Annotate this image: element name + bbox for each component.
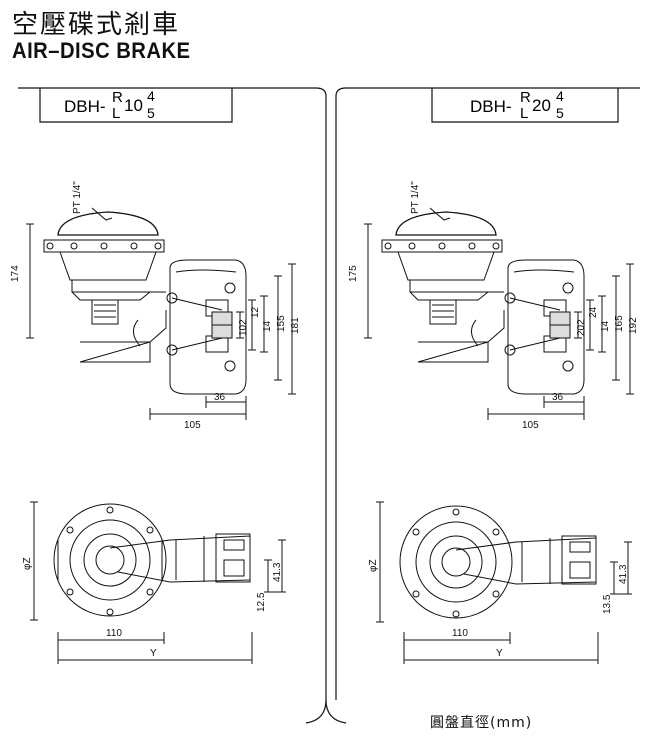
dimension-label: 10 bbox=[124, 96, 143, 115]
title-chinese: 空壓碟式剎車 bbox=[12, 10, 181, 40]
dimension-label: 155 bbox=[276, 315, 287, 332]
dimension-label: 174 bbox=[10, 265, 21, 282]
right-side-view bbox=[364, 207, 634, 420]
dimension-label: 175 bbox=[348, 265, 359, 282]
dimension-label: 36 bbox=[214, 392, 226, 403]
dimension-label: DBH- bbox=[64, 97, 106, 116]
dimension-label: 13.5 bbox=[602, 594, 613, 614]
left-side-view bbox=[26, 207, 296, 420]
left-model-label: DBH- R L 10 4 5 bbox=[64, 88, 155, 122]
dimension-label: 24 bbox=[588, 306, 599, 318]
dimension-label: φZ bbox=[368, 559, 379, 572]
dimension-label: L bbox=[112, 105, 120, 122]
left-side-dims: 174 102 12 14 155 181 105 36 PT 1/4" bbox=[10, 181, 301, 431]
title-english: AIR–DISC BRAKE bbox=[12, 38, 191, 63]
dimension-label: 12 bbox=[250, 306, 261, 318]
dimension-label: 5 bbox=[556, 105, 564, 121]
dimension-label: DBH- bbox=[470, 97, 512, 116]
dimension-label: 102 bbox=[238, 319, 249, 336]
dimension-label: 14 bbox=[262, 320, 273, 332]
dimension-label: 165 bbox=[614, 315, 625, 332]
dimension-label: L bbox=[520, 105, 528, 122]
dimension-label: Y bbox=[150, 648, 157, 659]
dimension-label: R bbox=[520, 89, 531, 106]
dimension-label: 105 bbox=[522, 420, 539, 431]
right-front-dims: φZ 41.3 13.5 110 Y bbox=[368, 559, 629, 659]
left-model-box bbox=[39, 88, 233, 123]
dimension-label: 12.5 bbox=[256, 592, 267, 612]
dimension-label: 181 bbox=[290, 317, 301, 334]
dimension-label: 105 bbox=[184, 420, 201, 431]
dimension-label: 20 bbox=[532, 96, 551, 115]
dimension-label: 14 bbox=[600, 320, 611, 332]
right-model-box bbox=[431, 88, 619, 123]
right-frame-top bbox=[335, 87, 640, 97]
footer-caption: 圓盤直徑(mm) bbox=[430, 715, 533, 731]
dimension-label: PT 1/4" bbox=[410, 181, 421, 214]
dimension-label: 4 bbox=[147, 88, 155, 104]
right-side-dims: 175 202 24 14 165 192 105 36 PT 1/4" bbox=[348, 181, 639, 431]
left-frame-top bbox=[18, 87, 327, 97]
dimension-label: 192 bbox=[628, 317, 639, 334]
right-model-label: DBH- R L 20 4 5 bbox=[470, 88, 564, 122]
center-divider bbox=[305, 96, 347, 724]
dimension-label: R bbox=[112, 89, 123, 106]
dimension-label: 110 bbox=[106, 628, 122, 639]
left-front-dims: φZ 41.3 12.5 110 Y bbox=[22, 557, 283, 659]
dimension-label: 41.3 bbox=[272, 562, 283, 582]
dimension-label: 110 bbox=[452, 628, 468, 639]
left-front-view bbox=[30, 501, 286, 664]
right-front-view bbox=[376, 501, 632, 664]
dimension-label: 4 bbox=[556, 88, 564, 104]
dimension-label: 36 bbox=[552, 392, 564, 403]
dimension-label: PT 1/4" bbox=[72, 181, 83, 214]
dimension-label: 5 bbox=[147, 105, 155, 121]
dimension-label: Y bbox=[496, 648, 503, 659]
dimension-label: 202 bbox=[576, 319, 587, 336]
dimension-label: φZ bbox=[22, 557, 33, 570]
dimension-label: 41.3 bbox=[618, 564, 629, 584]
